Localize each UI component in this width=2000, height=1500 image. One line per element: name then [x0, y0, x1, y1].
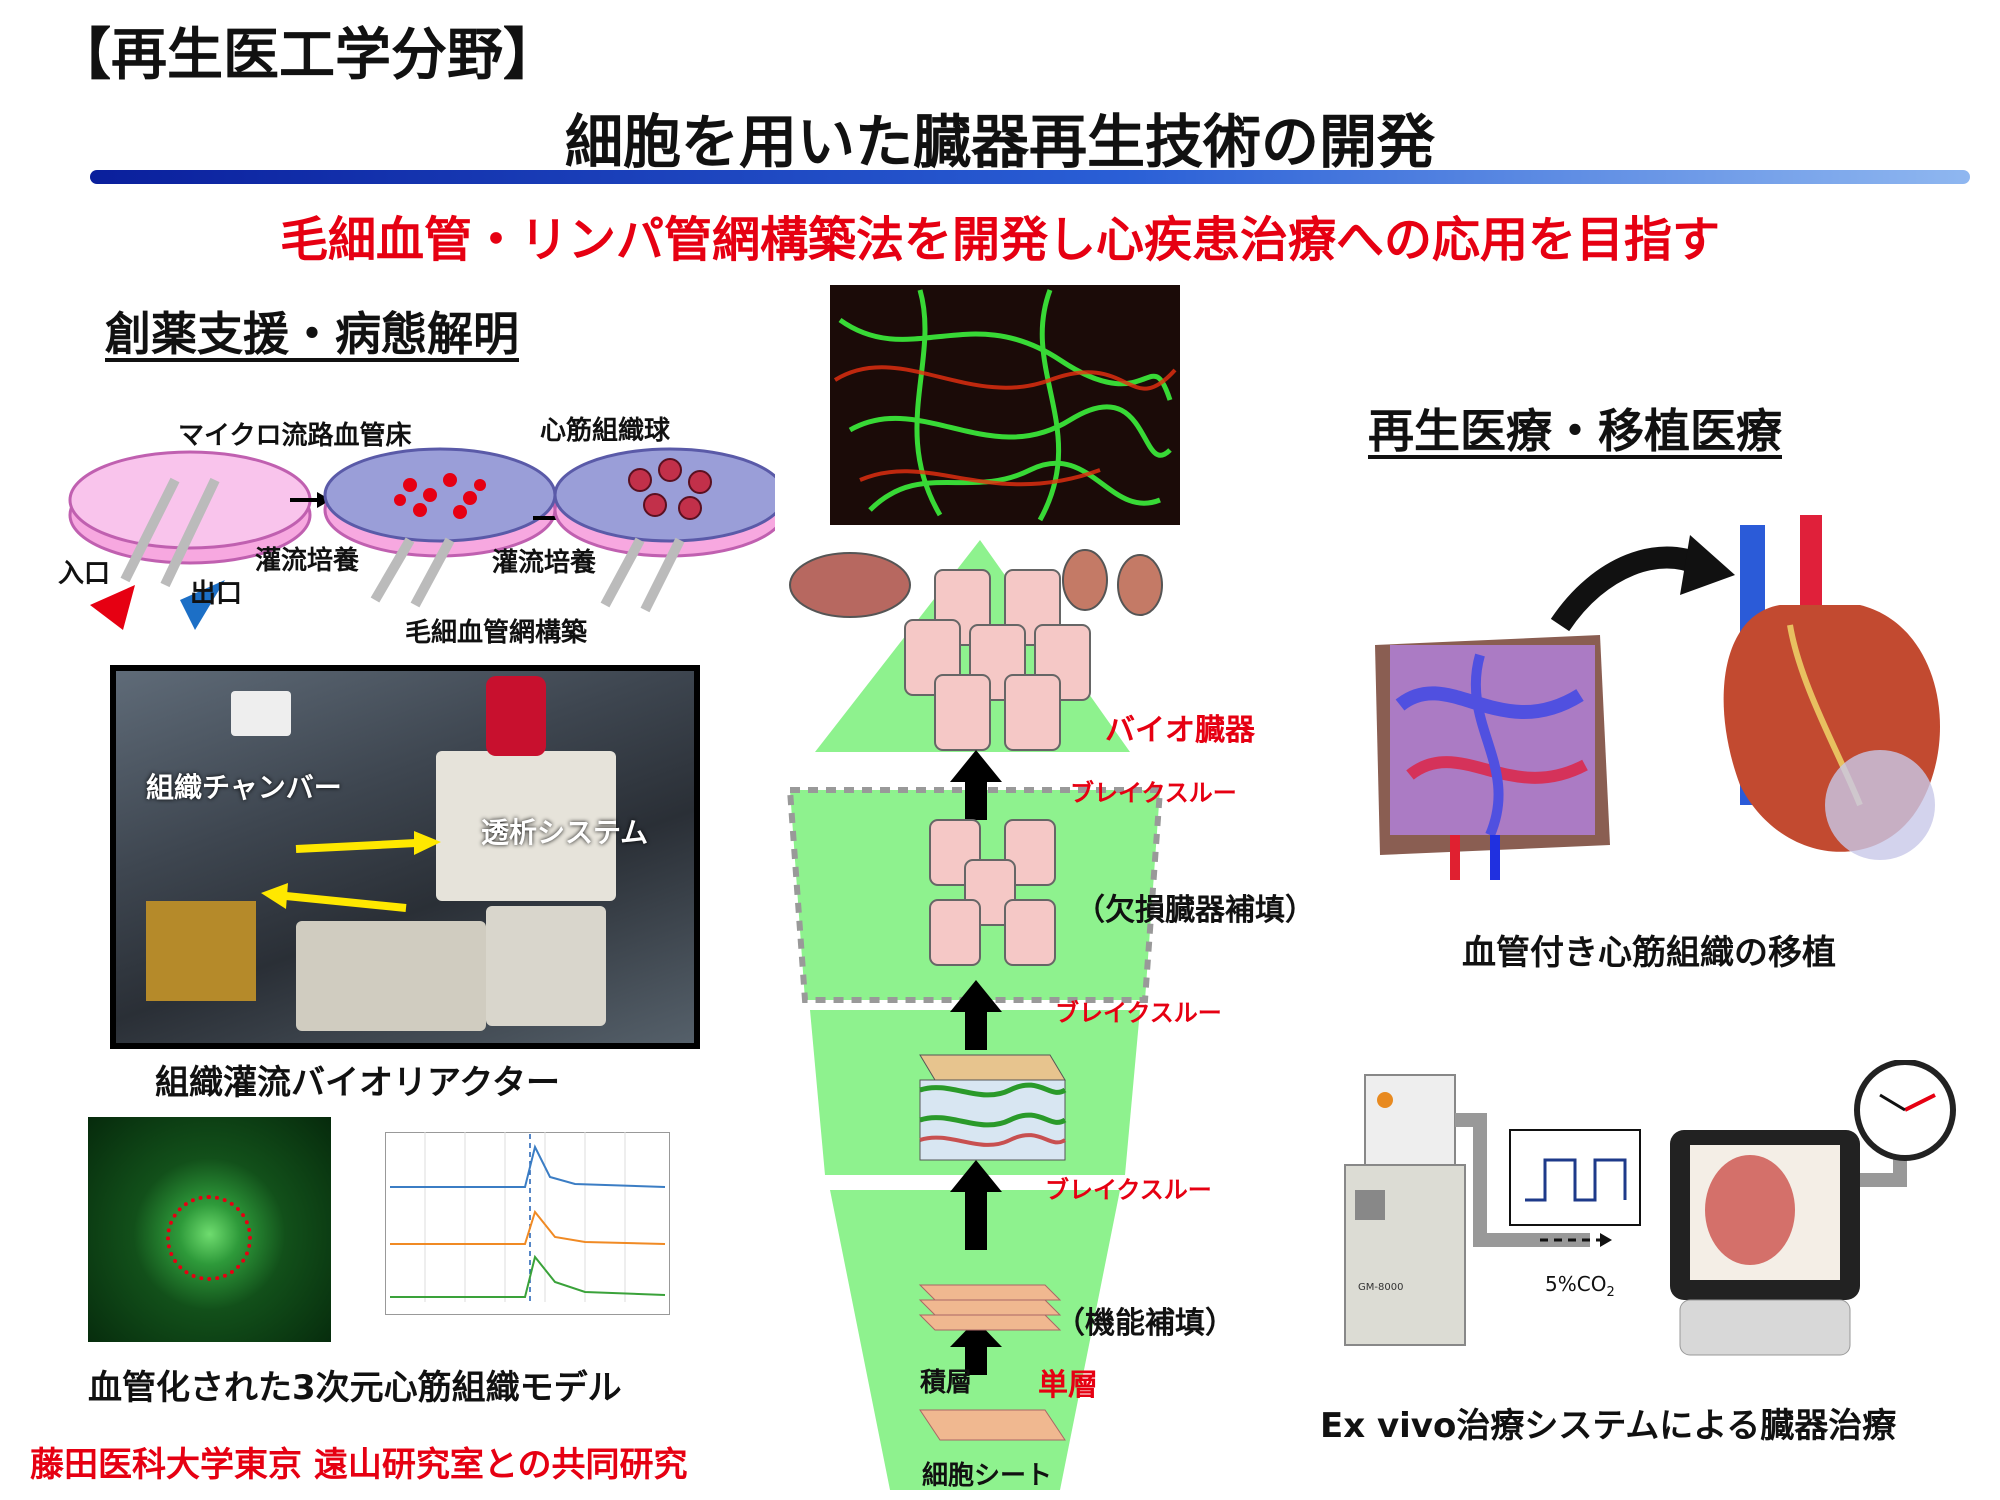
bio-organ-jars-icon [904, 569, 1091, 751]
cell-sheet-label: 細胞シート [922, 1461, 1053, 1491]
transplant-caption: 血管付き心筋組織の移植 [1462, 933, 1836, 973]
breakthrough-1-label: ブレイクスルー [1070, 779, 1237, 807]
spheroid-label: 心筋組織球 [540, 416, 671, 446]
outlet-label: 出口 [190, 579, 243, 609]
breakthrough-2-label: ブレイクスルー [1055, 999, 1222, 1027]
perfusion-step-2: 灌流培養 [492, 548, 597, 578]
bio-organ-label: バイオ臓器 [1105, 713, 1255, 748]
transplant-arrow-icon [1550, 546, 1705, 632]
transplant-illustration [1375, 515, 1940, 880]
flow-arrow-left-icon [261, 883, 407, 912]
vascularized-tissue-image [88, 1117, 331, 1342]
flow-arrow-right-icon [295, 831, 441, 855]
left-heading: 創薬支援・病態解明 [105, 307, 519, 361]
collaboration-note: 藤田医科大学東京 遠山研究室との共同研究 [30, 1445, 688, 1485]
title-rule [90, 170, 1970, 184]
regeneration-pyramid [786, 285, 1180, 1490]
network-label: 毛細血管網構築 [405, 618, 588, 648]
exvivo-system-illustration [1344, 1060, 1956, 1356]
step-arrow-1-icon [290, 492, 331, 508]
inlet-label: 入口 [58, 559, 111, 589]
pressure-gauge-icon [1854, 1060, 1956, 1161]
signal-trace-chart [385, 1132, 670, 1315]
breakthrough-3-label: ブレイクスルー [1045, 1176, 1212, 1204]
incubator-icon [1344, 1074, 1466, 1346]
kidney-right-icon [1117, 554, 1163, 616]
perfusion-chamber-icon [1670, 1130, 1860, 1356]
dish-2-icon [323, 447, 557, 608]
function-label: （機能補填） [1055, 1306, 1235, 1341]
inlet-arrow-icon [90, 585, 135, 630]
device-model-label: GM-8000 [1358, 1282, 1404, 1293]
page-title: 細胞を用いた臓器再生技術の開発 [564, 108, 1435, 176]
stack-label: 積層 [920, 1368, 973, 1398]
defect-organ-jars-icon [929, 819, 1056, 966]
defect-organ-label: （欠損臓器補填） [1075, 893, 1315, 928]
single-label: 単層 [1038, 1368, 1098, 1403]
bioreactor-caption: 組織灌流バイオリアクター [155, 1063, 560, 1103]
up-arrow-4-icon [950, 1320, 1002, 1347]
dialysis-label: 透析システム [481, 816, 649, 849]
microfluidic-bed-label: マイクロ流路血管床 [178, 421, 412, 451]
microvessel-image [830, 285, 1180, 525]
model-caption: 血管化された3次元心筋組織モデル [88, 1368, 622, 1408]
up-arrow-1-icon [950, 750, 1002, 782]
bioreactor-photo: 組織チャンバー 透析システム [110, 665, 700, 1049]
microfluidic-diagram [68, 447, 775, 630]
outlet-arrow-icon [180, 580, 225, 630]
heart-icon [1723, 515, 1940, 860]
liver-icon [789, 552, 911, 618]
dish-3-icon [553, 447, 775, 613]
category-title: 【再生医工学分野】 [55, 23, 559, 88]
perfusion-step-1: 灌流培養 [255, 546, 360, 576]
co2-label: 5%CO2 [1545, 1272, 1615, 1300]
thick-tissue-icon [919, 1054, 1067, 1161]
right-heading: 再生医療・移植医療 [1368, 404, 1782, 458]
single-cell-sheet-icon [919, 1409, 1066, 1441]
chamber-label: 組織チャンバー [146, 771, 342, 804]
up-arrow-2-icon [950, 980, 1002, 1012]
stacked-cell-sheets-icon [918, 1284, 1062, 1331]
exvivo-caption: Ex vivo治療システムによる臓器治療 [1320, 1406, 1897, 1446]
kidney-left-icon [1062, 549, 1108, 611]
vascular-patch-icon [1375, 635, 1610, 880]
subtitle: 毛細血管・リンパ管網構築法を開発し心疾患治療への応用を目指す [279, 212, 1720, 268]
up-arrow-3-icon [950, 1160, 1002, 1192]
